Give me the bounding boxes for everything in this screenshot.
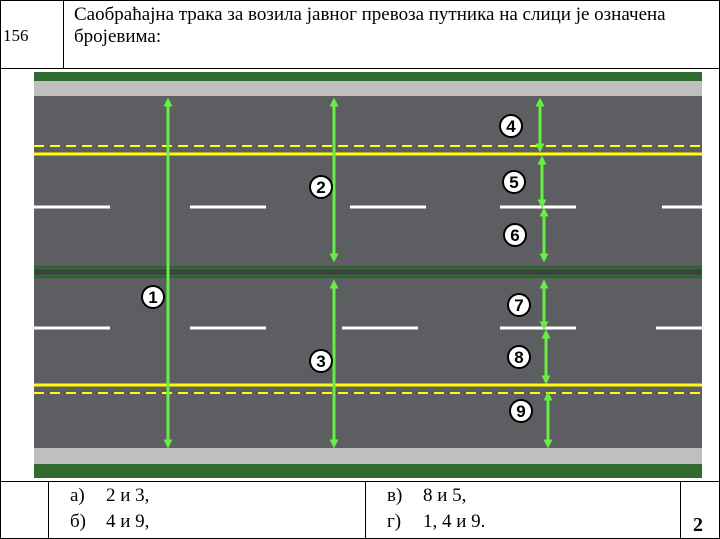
points-value: 2: [693, 514, 703, 536]
number-column-divider: [63, 0, 64, 69]
svg-text:3: 3: [316, 352, 325, 371]
answers-middle-divider: [365, 481, 366, 539]
points-column-divider: [680, 481, 681, 539]
marker-8: 8: [507, 345, 531, 369]
svg-text:9: 9: [516, 402, 525, 421]
answer-b-text: 4 и 9,: [106, 511, 150, 532]
marker-2: 2: [309, 175, 333, 199]
answers-divider: [0, 481, 720, 482]
answer-v-text: 8 и 5,: [423, 485, 467, 506]
answer-a[interactable]: а) 2 и 3,: [70, 485, 149, 507]
svg-text:7: 7: [514, 296, 523, 315]
lower-carriageway: [34, 278, 702, 448]
marker-3: 3: [309, 349, 333, 373]
answer-g-letter: г): [387, 511, 402, 532]
marker-7: 7: [507, 293, 531, 317]
answer-v[interactable]: в) 8 и 5,: [387, 485, 466, 507]
question-text: Саобраћајна трака за возила јавног прево…: [74, 4, 666, 47]
grass-bottom: [34, 464, 702, 478]
answer-b[interactable]: б) 4 и 9,: [70, 511, 149, 533]
answer-v-letter: в): [387, 485, 403, 506]
grass-top: [34, 72, 702, 81]
marker-4: 4: [499, 114, 523, 138]
header-divider: [0, 68, 720, 69]
answer-g-text: 1, 4 и 9.: [423, 511, 486, 532]
svg-text:4: 4: [506, 117, 516, 136]
road-diagram: 1 2 3 4 5 6 7 8: [34, 72, 702, 478]
answer-g[interactable]: г) 1, 4 и 9.: [387, 511, 485, 533]
marker-9: 9: [509, 399, 533, 423]
svg-text:8: 8: [514, 348, 523, 367]
upper-carriageway: [34, 96, 702, 266]
svg-text:5: 5: [509, 173, 518, 192]
marker-5: 5: [502, 170, 526, 194]
answers-left-border: [48, 481, 49, 539]
svg-text:6: 6: [510, 226, 519, 245]
curb-top: [34, 81, 702, 96]
answer-a-text: 2 и 3,: [106, 485, 150, 506]
svg-text:2: 2: [316, 178, 325, 197]
marker-6: 6: [503, 223, 527, 247]
curb-bottom: [34, 448, 702, 464]
marker-1: 1: [141, 285, 165, 309]
question-number: 156: [3, 26, 29, 45]
answer-b-letter: б): [70, 511, 86, 532]
answer-a-letter: а): [70, 485, 85, 506]
svg-text:1: 1: [148, 288, 157, 307]
